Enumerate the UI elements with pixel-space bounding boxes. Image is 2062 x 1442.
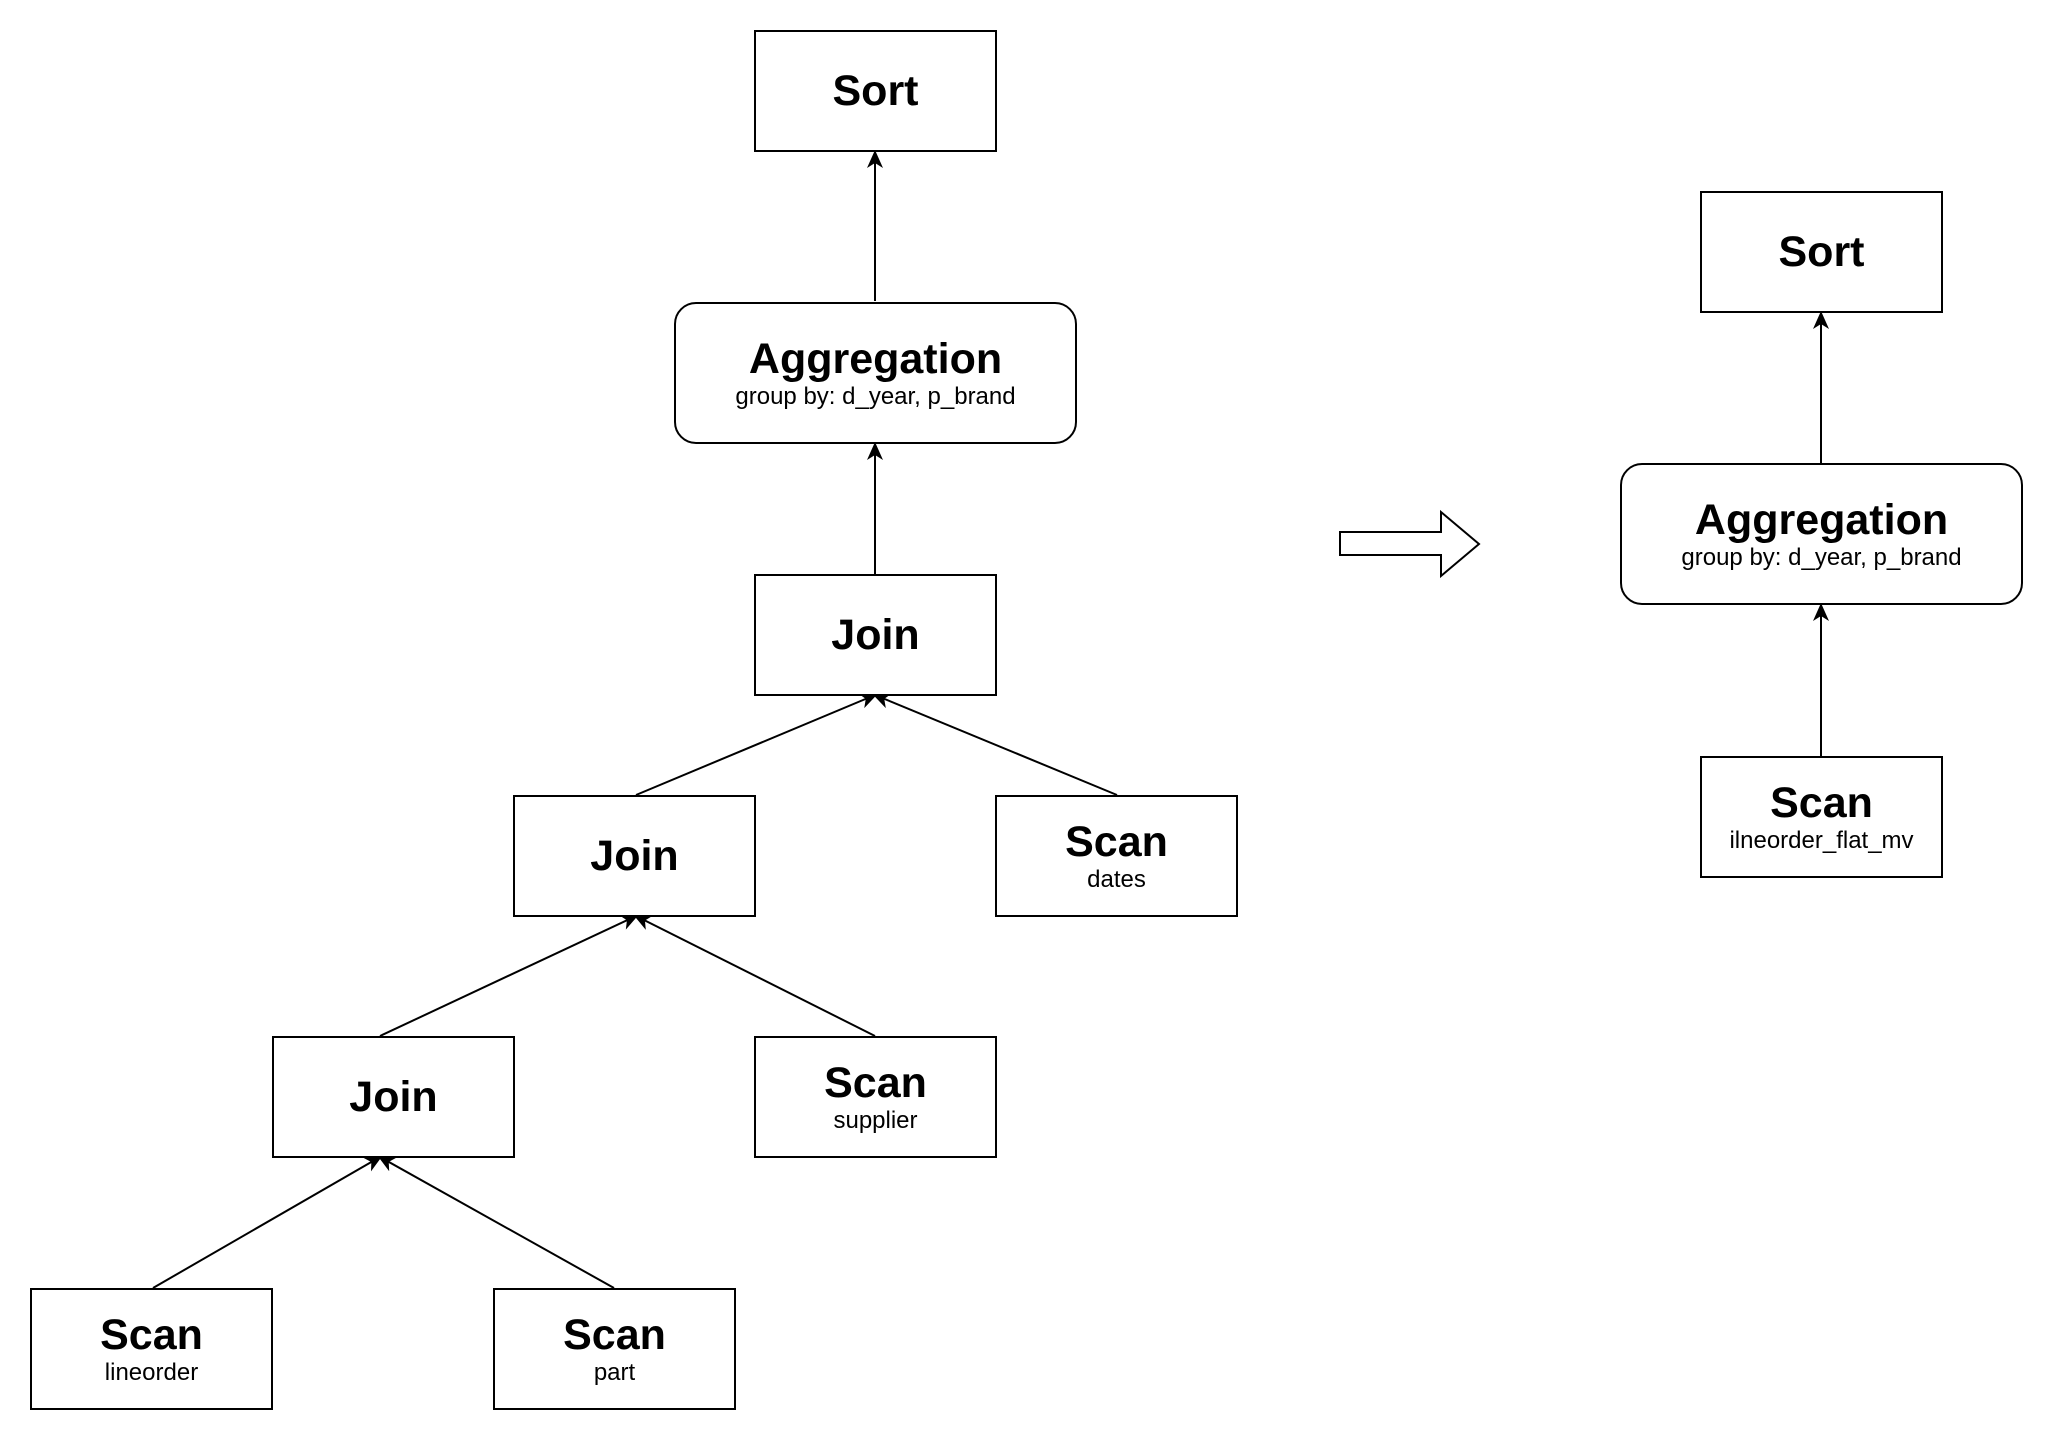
before-join-mid-node: Join [513, 795, 756, 917]
node-title: Join [349, 1073, 438, 1121]
node-detail: lineorder [104, 1359, 199, 1386]
node-title: Join [590, 832, 679, 880]
before-scan-supplier-node: Scan supplier [754, 1036, 997, 1158]
before-scan-part-node: Scan part [493, 1288, 736, 1410]
node-detail: ilneorder_flat_mv [1729, 827, 1914, 854]
edge-join-low-to-join-mid [379, 914, 639, 1037]
edge-scan-supplier-to-join-mid [633, 914, 876, 1037]
node-title: Join [831, 611, 920, 659]
node-title: Scan [1065, 818, 1168, 866]
before-sort-node: Sort [754, 30, 997, 152]
edge-scan-lineorder-to-join-low [152, 1155, 383, 1289]
node-title: Scan [100, 1311, 203, 1359]
after-scan-mv-node: Scan ilneorder_flat_mv [1700, 756, 1943, 878]
before-scan-lineorder-node: Scan lineorder [30, 1288, 273, 1410]
node-title: Scan [1770, 779, 1873, 827]
node-detail: supplier [833, 1107, 918, 1134]
node-detail: part [593, 1359, 636, 1386]
before-join-low-node: Join [272, 1036, 515, 1158]
before-aggregation-node: Aggregation group by: d_year, p_brand [674, 302, 1077, 444]
edge-scan-dates-to-join-top [872, 693, 1118, 796]
node-title: Scan [563, 1311, 666, 1359]
node-detail: group by: d_year, p_brand [735, 383, 1016, 410]
node-detail: group by: d_year, p_brand [1681, 544, 1962, 571]
node-title: Sort [1778, 228, 1865, 276]
node-title: Sort [832, 67, 919, 115]
after-aggregation-node: Aggregation group by: d_year, p_brand [1620, 463, 2023, 605]
before-join-top-node: Join [754, 574, 997, 696]
node-title: Aggregation [1694, 496, 1949, 544]
edge-scan-part-to-join-low [377, 1155, 615, 1289]
rewrite-arrow-icon [1339, 509, 1481, 579]
before-scan-dates-node: Scan dates [995, 795, 1238, 917]
after-sort-node: Sort [1700, 191, 1943, 313]
node-title: Scan [824, 1059, 927, 1107]
edge-join-mid-to-join-top [635, 693, 878, 796]
node-detail: dates [1087, 866, 1146, 893]
node-title: Aggregation [748, 335, 1003, 383]
